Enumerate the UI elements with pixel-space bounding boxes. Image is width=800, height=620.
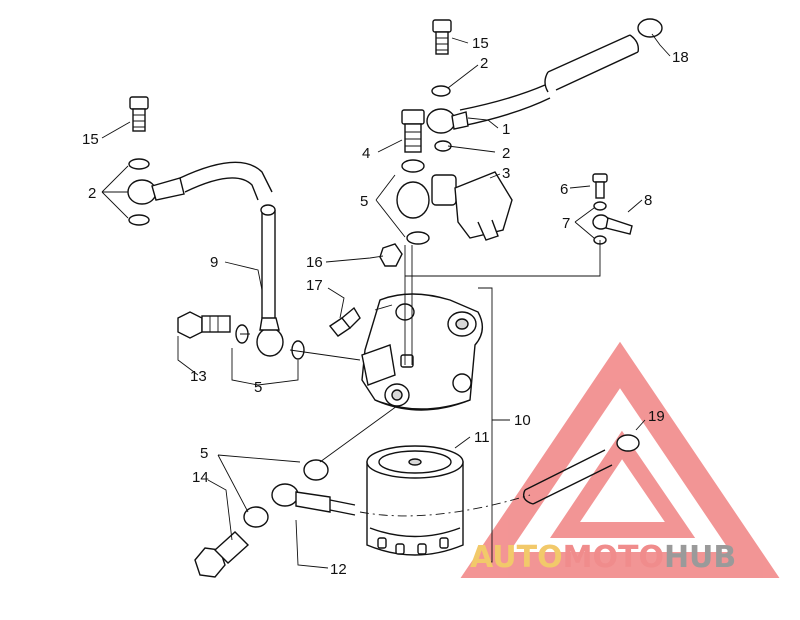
callout-14: 14	[192, 469, 209, 486]
callout-18: 18	[672, 49, 689, 66]
callout-8: 8	[644, 192, 652, 209]
callout-2-top: 2	[480, 55, 488, 72]
nipple-fitting-8	[592, 214, 633, 235]
banjo-bolt-13	[177, 311, 231, 339]
plug-16	[379, 243, 403, 267]
banjo-fittings	[127, 108, 469, 516]
screw-6	[592, 173, 608, 199]
callout-9: 9	[210, 254, 218, 271]
callout-11: 11	[474, 429, 490, 446]
banjo-bolt-4	[401, 109, 425, 153]
callout-1: 1	[502, 121, 510, 138]
callout-5-top: 5	[360, 193, 368, 210]
filter-head-assembly	[361, 293, 483, 411]
callout-6: 6	[560, 181, 568, 198]
banjo-bolt-14	[194, 531, 250, 578]
fuel-hose-9	[179, 161, 276, 318]
callout-15-top: 15	[472, 35, 489, 52]
svg-text:AUTOMOTOHUB: AUTOMOTOHUB	[470, 540, 736, 575]
hose-clamp-19	[616, 434, 640, 452]
callout-12: 12	[330, 561, 347, 578]
callout-13: 13	[190, 368, 207, 385]
callout-5-bottom: 5	[200, 445, 208, 462]
callout-19: 19	[648, 408, 665, 425]
callout-2-mid: 2	[502, 145, 510, 162]
watermark-text: AUTOMOTOHUB	[470, 540, 736, 575]
callout-7: 7	[562, 215, 570, 232]
watermark-text-auto: AUTO	[470, 540, 563, 575]
sealing-washers	[128, 85, 607, 528]
banjo-bolt-15-left	[129, 96, 149, 132]
leader-lines	[101, 33, 671, 569]
fuel-hose-1	[459, 34, 640, 127]
watermark-text-hub: HUB	[664, 540, 736, 575]
fuel-hose-19	[522, 449, 613, 505]
callout-15-left: 15	[82, 131, 99, 148]
watermark-triangle-outer	[460, 341, 780, 578]
assembly-centerlines	[240, 240, 601, 517]
callout-labels: 15 2 18 1 2 3 4 5 15 2 6 8 7 9 16 17 13 …	[82, 35, 689, 578]
hose-clamp-18	[637, 18, 663, 38]
callout-16: 16	[306, 254, 323, 271]
watermark-logo	[460, 341, 780, 578]
callout-3: 3	[502, 165, 510, 182]
callout-17: 17	[306, 277, 323, 294]
callout-10: 10	[514, 412, 531, 429]
bolt-17	[328, 306, 361, 337]
callout-2-left: 2	[88, 185, 96, 202]
callout-4: 4	[362, 145, 370, 162]
watermark-text-moto: MOTO	[563, 540, 664, 575]
fuel-shutoff-valve	[431, 171, 513, 241]
banjo-bolt-15-top	[432, 19, 452, 55]
callout-5-mid: 5	[254, 379, 262, 396]
watermark-triangle-inner	[550, 430, 696, 538]
fuel-filter-cartridge	[366, 445, 464, 556]
